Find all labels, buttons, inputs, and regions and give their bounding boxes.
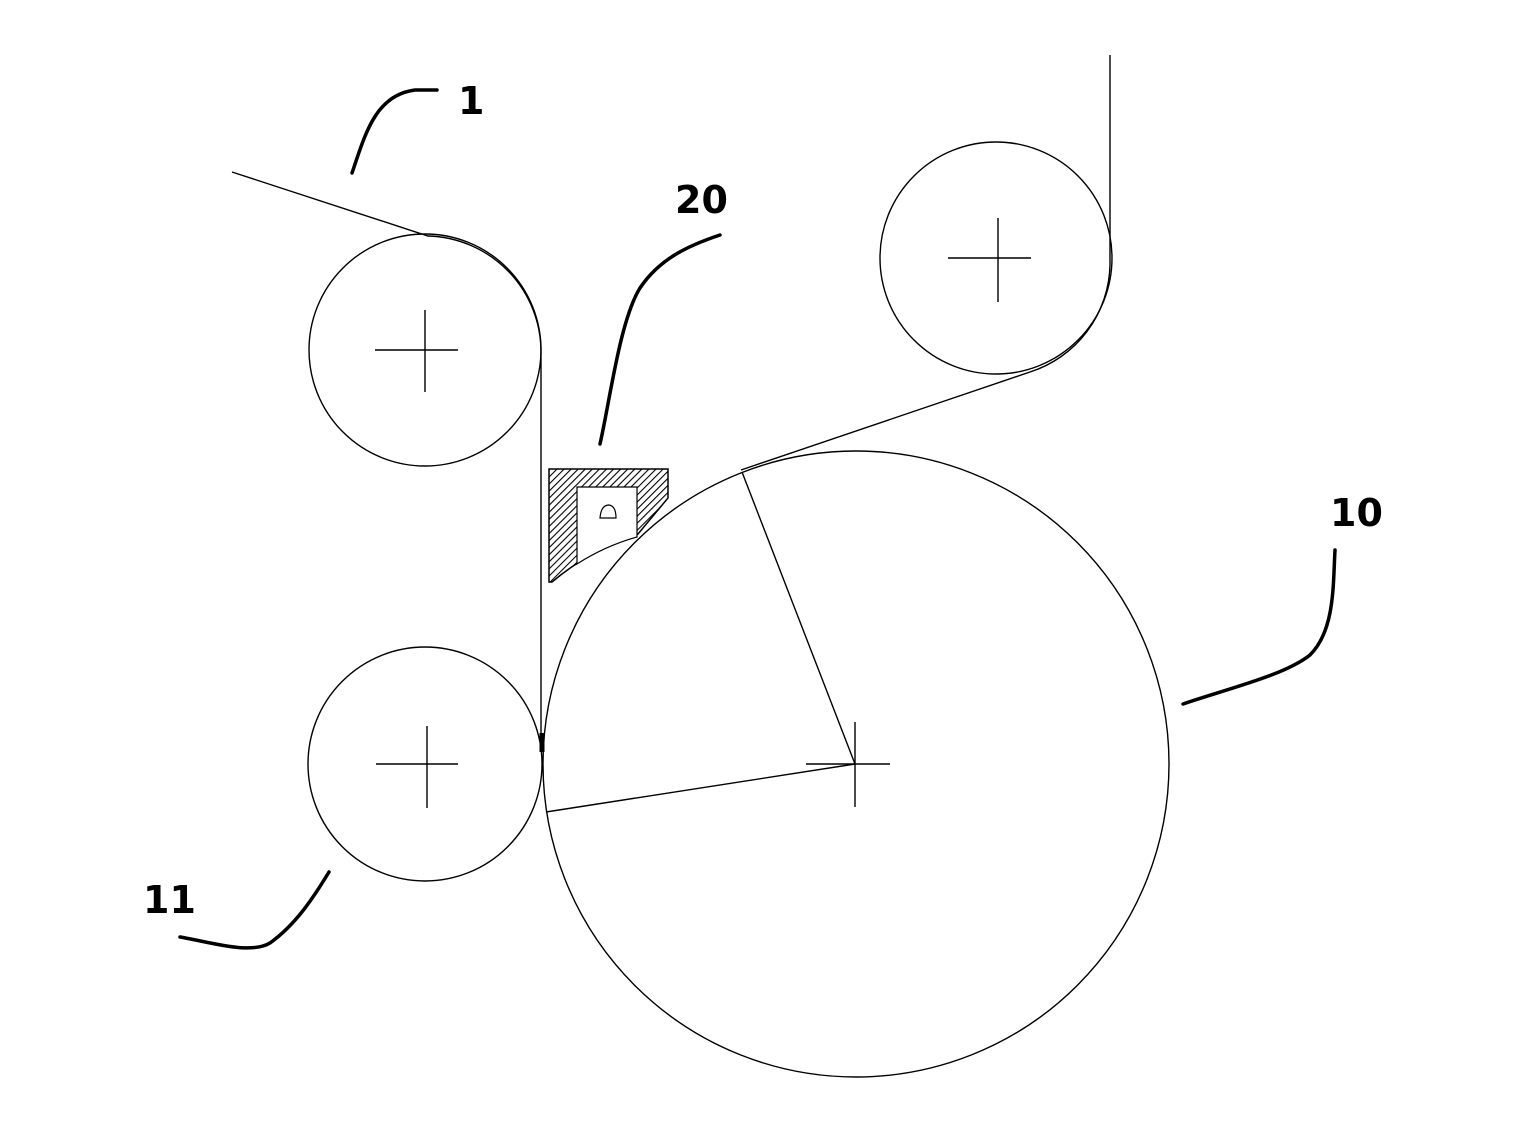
nip-roll <box>308 647 542 881</box>
label-nozzle: 20 <box>675 178 728 222</box>
nozzle <box>549 469 668 582</box>
label-nip-roll: 11 <box>143 878 196 922</box>
main-roll <box>543 451 1169 1077</box>
label-web: 1 <box>458 79 484 123</box>
leader-lines <box>180 90 1335 948</box>
radius-line-lower <box>546 764 855 812</box>
web-path <box>232 55 1110 740</box>
leader-line-1 <box>352 90 437 173</box>
upper-right-roll <box>880 142 1112 374</box>
leader-line-10 <box>1183 550 1335 704</box>
leader-line-20 <box>600 235 720 444</box>
label-main-roll: 10 <box>1330 491 1383 535</box>
radius-line-upper <box>742 472 855 764</box>
leader-line-11 <box>180 872 329 948</box>
